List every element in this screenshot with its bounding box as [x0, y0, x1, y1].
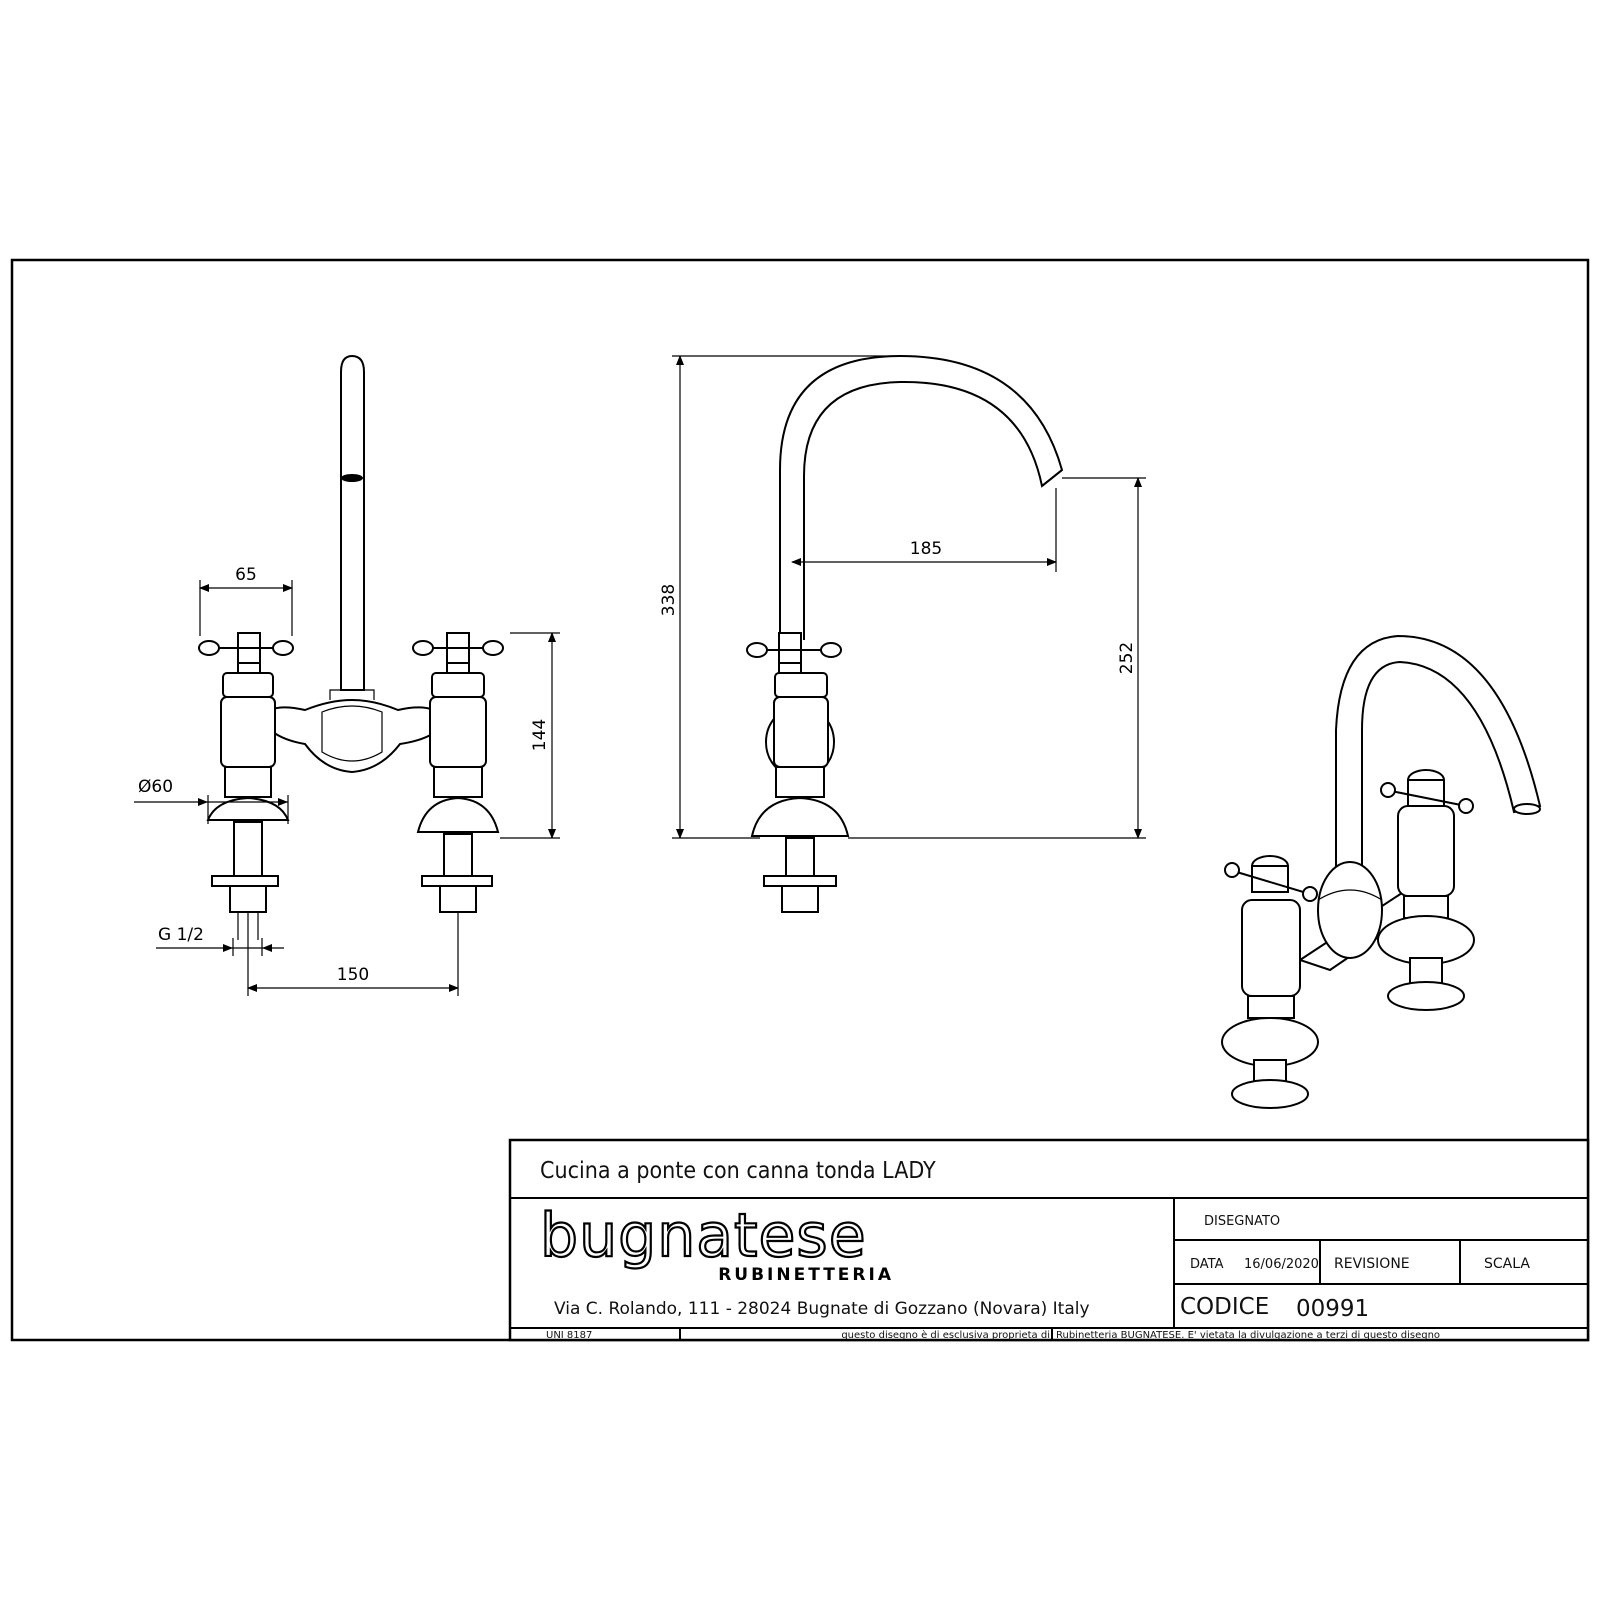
dim-handle-spacing: 65 — [235, 565, 257, 585]
data-value: 16/06/2020 — [1244, 1257, 1319, 1272]
brand-subtitle: RUBINETTERIA — [718, 1265, 894, 1285]
revisione-label: REVISIONE — [1334, 1256, 1410, 1272]
company-address: Via C. Rolando, 111 - 28024 Bugnate di G… — [554, 1299, 1090, 1319]
codice-value: 00991 — [1296, 1296, 1369, 1322]
dim-thread: G 1/2 — [158, 925, 204, 945]
dim-spout-height: 252 — [1117, 642, 1137, 674]
isometric-view — [1221, 634, 1542, 1109]
disclaimer-right: Rubinetteria BUGNATESE. E' vietata la di… — [1056, 1330, 1440, 1341]
dim-total-height: 338 — [659, 584, 679, 616]
disclaimer-left: questo disegno è di esclusiva proprieta … — [841, 1329, 1050, 1341]
drawing-title: Cucina a ponte con canna tonda LADY — [540, 1158, 936, 1184]
dim-base-diameter: Ø60 — [138, 777, 173, 797]
data-label: DATA — [1190, 1257, 1224, 1272]
scala-label: SCALA — [1484, 1256, 1530, 1272]
title-block: Cucina a ponte con canna tonda LADY bugn… — [508, 1138, 1590, 1342]
front-view: 65 144 Ø60 G 1/2 150 — [134, 354, 560, 996]
side-view: 338 185 252 — [659, 354, 1146, 913]
front-left-tap — [198, 632, 294, 940]
front-right-tap — [412, 632, 504, 913]
codice-label: CODICE — [1180, 1294, 1269, 1320]
brand-logo: bugnatese — [540, 1201, 867, 1271]
dim-front-height: 144 — [530, 719, 550, 751]
dim-spout-reach: 185 — [910, 539, 942, 559]
standard-label: UNI 8187 — [546, 1330, 592, 1341]
disegnato-label: DISEGNATO — [1204, 1214, 1280, 1229]
dim-center-distance: 150 — [337, 965, 369, 985]
